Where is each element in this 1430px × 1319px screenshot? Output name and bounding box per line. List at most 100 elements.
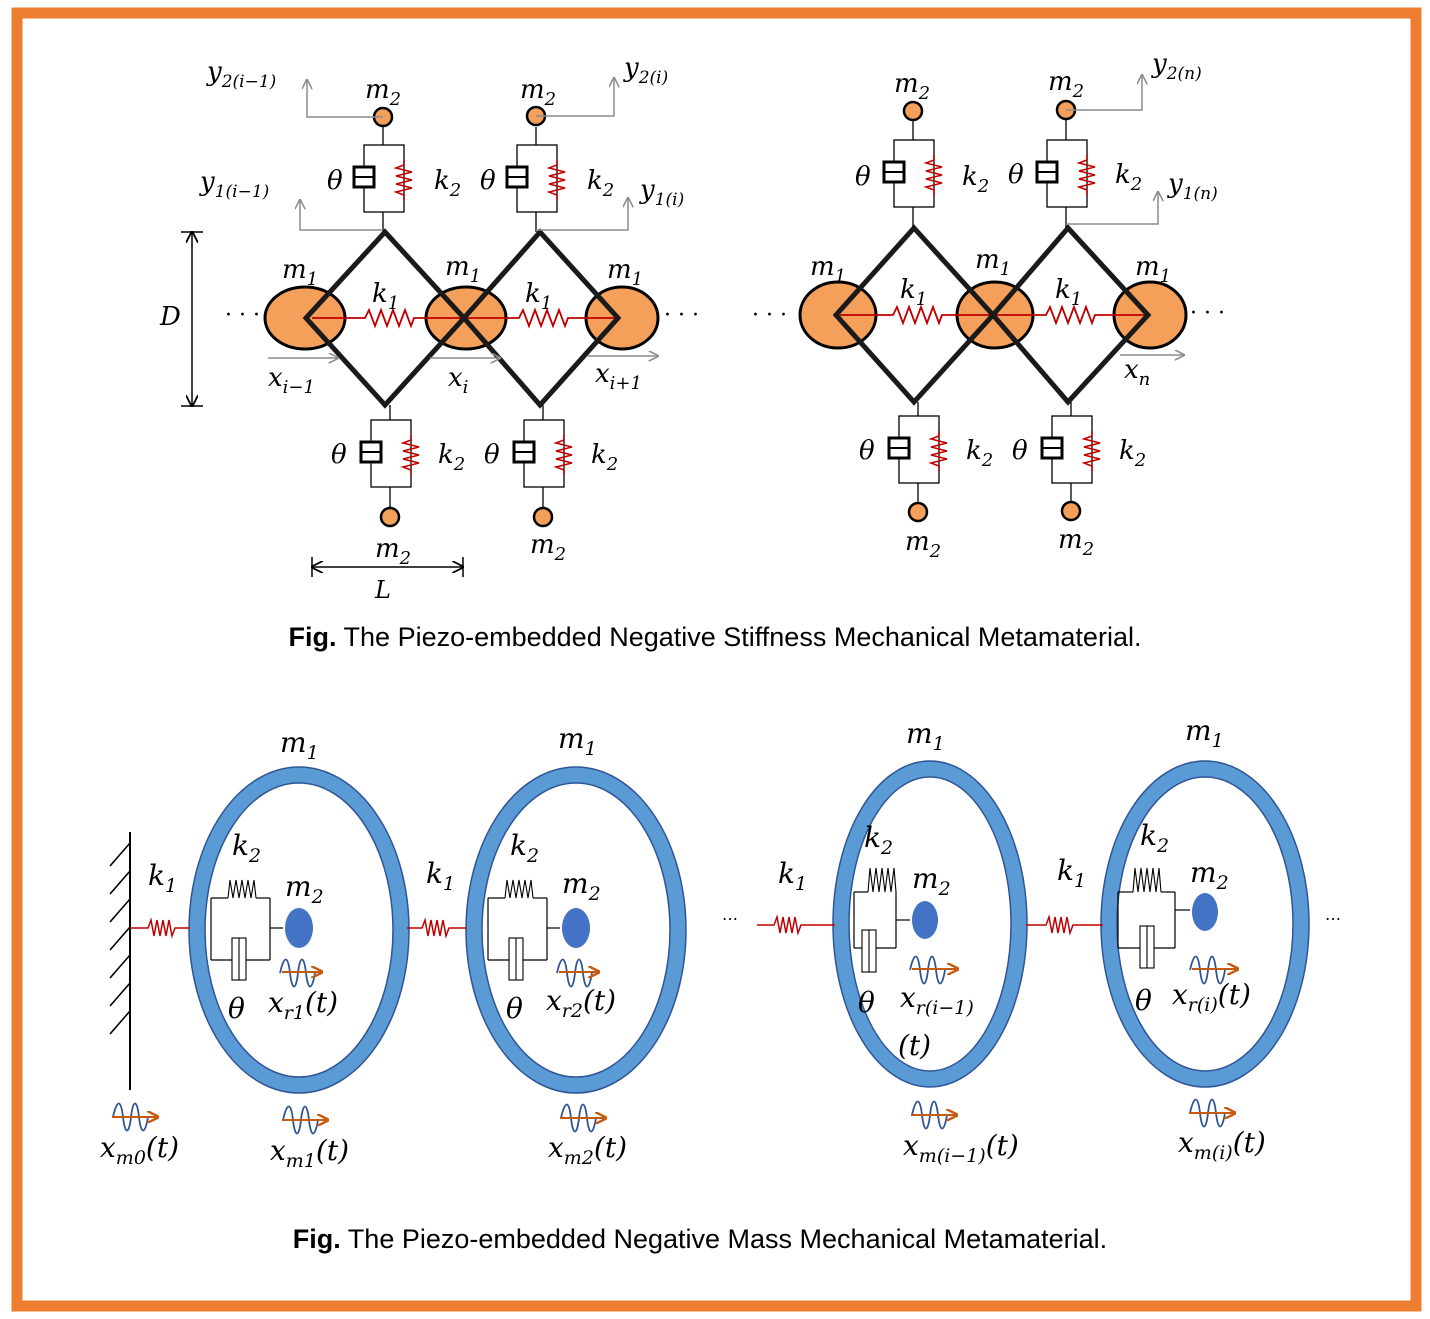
spring-k1-left-2 xyxy=(466,307,620,329)
inner-resonator-3 xyxy=(853,867,958,985)
ring-m1-4 xyxy=(1101,761,1309,1087)
label-x-n: xn xyxy=(1124,355,1150,390)
d-label: D xyxy=(159,302,181,332)
dots-mid-2: · · · xyxy=(752,303,787,328)
label-k2-top-1: k2 xyxy=(434,166,461,201)
inner-resonator-1 xyxy=(210,879,322,988)
label-m1-2: m1 xyxy=(445,252,481,287)
label-m2-top-2: m2 xyxy=(520,75,556,110)
label-m2-top-1: m2 xyxy=(365,75,401,110)
label-k1-2: k1 xyxy=(525,279,552,314)
label-x-i: xi xyxy=(448,363,468,398)
spring-k2-inner-3 xyxy=(867,867,897,893)
negative-mass-diagram: … … xyxy=(100,714,1341,1254)
label-theta-top-4: θ xyxy=(1008,160,1024,190)
label2-m1-1: m1 xyxy=(280,726,319,764)
spring-k1-1-2 xyxy=(407,917,467,939)
spring-k2-top-left-1 xyxy=(393,160,413,200)
label-k2-top-2: k2 xyxy=(587,166,614,201)
ellipsis-right: … xyxy=(1325,905,1341,924)
spring-k2-inner-4 xyxy=(1132,867,1162,893)
ellipsis-mid: … xyxy=(722,905,738,924)
label-m1-6: m1 xyxy=(1135,252,1171,287)
arrow-y2-im1 xyxy=(307,80,383,118)
inner-resonator-4 xyxy=(1117,867,1238,985)
spring-k1-3-4 xyxy=(1026,914,1103,936)
label-y1-n: y1(n) xyxy=(1167,169,1218,204)
dots-left: · · · xyxy=(225,303,260,328)
dots-right: · · · xyxy=(1190,301,1225,326)
frame-border xyxy=(11,7,1422,1312)
label2-m2-2: m2 xyxy=(562,867,601,905)
label-theta-top-2: θ xyxy=(480,166,496,196)
label2-xr-im1: xr(i−1) xyxy=(900,981,974,1019)
label-x-ip1: xi+1 xyxy=(595,359,642,394)
spring-k2-top-right-1 xyxy=(923,155,943,195)
spring-k2-bottom-left-1 xyxy=(400,435,420,475)
label-m1-3: m1 xyxy=(607,255,643,290)
arrow-y2-n xyxy=(1066,75,1142,111)
label-y1-i: y1(i) xyxy=(639,175,684,210)
label-theta-bottom-3: θ xyxy=(859,436,875,466)
label-m2-top-4: m2 xyxy=(1048,67,1084,102)
mass-m2-top-right-1 xyxy=(902,100,924,122)
label2-k1-4: k1 xyxy=(1057,854,1086,892)
spring-k2-top-left-2 xyxy=(546,160,566,200)
cell-group-right xyxy=(798,75,1188,523)
label-y2-i: y2(i) xyxy=(623,53,668,88)
spring-k2-inner-1 xyxy=(227,879,257,899)
diamond-frame-left-1 xyxy=(302,228,468,409)
mass-m2-bottom-right-1 xyxy=(907,501,929,523)
negative-stiffness-diagram: D L · · · · · · · · · · · · xyxy=(159,49,1225,652)
arrow-y1-i xyxy=(536,198,628,231)
label2-m2-3: m2 xyxy=(912,862,951,900)
spring-k2-top-right-2 xyxy=(1076,155,1096,195)
mass-m2-inner-1 xyxy=(285,908,313,948)
spring-k2-bottom-right-2 xyxy=(1081,431,1101,471)
label-m1-5: m1 xyxy=(975,245,1011,280)
label2-k2-3: k2 xyxy=(864,821,893,859)
label2-xr1: xr1(t) xyxy=(268,986,338,1024)
label-k2-bottom-4: k2 xyxy=(1119,436,1146,471)
label2-k2-1: k2 xyxy=(232,829,261,867)
label2-xr2: xr2(t) xyxy=(546,984,616,1022)
label2-k1-2: k1 xyxy=(426,857,455,895)
mass-m2-bottom-left-2 xyxy=(532,506,554,528)
label-k1-3: k1 xyxy=(900,275,927,310)
label-m2-bottom-2: m2 xyxy=(530,530,566,565)
mass-m2-bottom-right-2 xyxy=(1060,500,1082,522)
mass-m2-inner-3 xyxy=(912,901,938,939)
label-k2-top-4: k2 xyxy=(1115,160,1142,195)
mass-m2-inner-4 xyxy=(1192,893,1218,931)
label2-m2-4: m2 xyxy=(1190,856,1229,894)
diamond-frame-right-1 xyxy=(832,224,997,406)
label-m2-bottom-1: m2 xyxy=(375,534,411,569)
label2-xm2: xm2(t) xyxy=(548,1131,627,1169)
diamond-frame-left-2 xyxy=(460,228,622,409)
spring-k1-wall xyxy=(130,917,190,939)
mass-m2-inner-2 xyxy=(562,908,590,948)
label-k2-top-3: k2 xyxy=(962,162,989,197)
label-k1-4: k1 xyxy=(1055,275,1082,310)
label2-k2-4: k2 xyxy=(1140,819,1169,857)
label-theta-top-3: θ xyxy=(855,162,871,192)
label2-k1-3: k1 xyxy=(778,857,807,895)
label-m2-bottom-3: m2 xyxy=(905,527,941,562)
label2-m2-1: m2 xyxy=(285,870,324,908)
label2-theta-2: θ xyxy=(506,992,523,1025)
diamond-frame-right-2 xyxy=(989,224,1152,406)
cell-group-left xyxy=(263,78,660,528)
label2-xr-im1-t: (t) xyxy=(898,1029,931,1062)
label2-xm1: xm1(t) xyxy=(270,1134,349,1172)
label-theta-bottom-1: θ xyxy=(331,440,347,470)
label2-xr-i: xr(i)(t) xyxy=(1172,978,1251,1016)
arrow-y2-i xyxy=(536,78,614,117)
inner-resonator-2 xyxy=(487,879,599,988)
spring-k1-left-1 xyxy=(312,307,466,329)
label-k2-bottom-3: k2 xyxy=(966,436,993,471)
label-m1-1: m1 xyxy=(282,255,318,290)
arrow-y1-im1 xyxy=(300,200,383,231)
fig2-caption: Fig. The Piezo-embedded Negative Mass Me… xyxy=(293,1224,1107,1254)
fig1-caption: Fig. The Piezo-embedded Negative Stiffne… xyxy=(289,622,1142,652)
